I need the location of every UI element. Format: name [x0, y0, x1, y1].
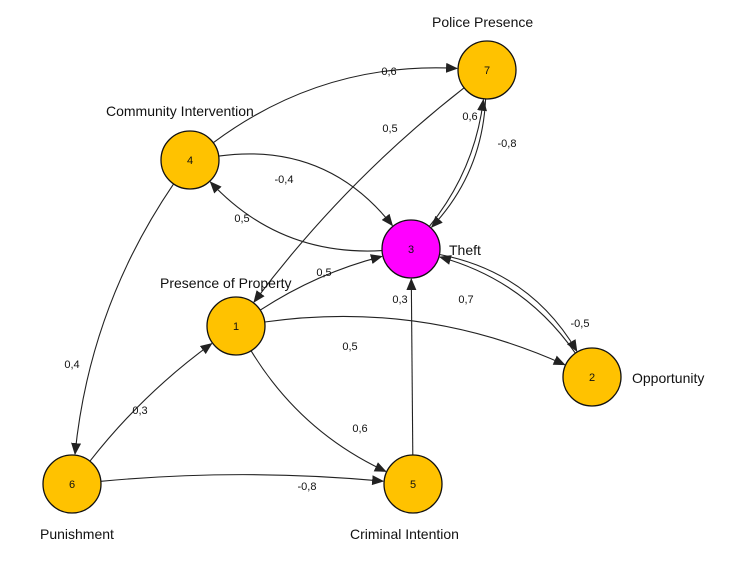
edge-3-to-4	[209, 181, 383, 252]
edge-1-to-2	[264, 315, 566, 366]
node-4-circle	[160, 130, 220, 190]
node-5-circle	[383, 454, 443, 514]
edge-6-to-1	[89, 343, 213, 462]
edge-weight-4-to-3: -0,4	[275, 174, 294, 186]
node-4-label: Community Intervention	[106, 103, 254, 119]
node-4-number: 4	[187, 155, 193, 167]
edge-weight-5-to-3: 0,3	[392, 294, 407, 306]
edge-weight-6-to-1: 0,3	[132, 405, 147, 417]
edge-6-to-5	[100, 474, 385, 486]
node-6-circle	[42, 454, 102, 514]
edge-7-to-3	[430, 98, 487, 228]
edge-weight-6-to-5: -0,8	[298, 481, 317, 493]
node-3-number: 3	[408, 244, 414, 256]
node-3-circle	[381, 219, 441, 279]
node-7-label: Police Presence	[432, 14, 533, 30]
edge-weight-1-to-3: 0,5	[316, 267, 331, 279]
edge-weight-3-to-4: 0,5	[234, 213, 249, 225]
edge-7-to-1	[253, 87, 465, 303]
node-1-circle	[206, 296, 266, 356]
edge-weight-7-to-3: -0,8	[498, 138, 517, 150]
edge-weight-2-to-3: 0,7	[458, 294, 473, 306]
node-2-number: 2	[589, 372, 595, 384]
edge-1-to-5	[250, 350, 387, 472]
edge-5-to-3	[406, 278, 417, 456]
edge-weight-1-to-5: 0,6	[352, 423, 367, 435]
edge-3-to-7	[428, 98, 488, 227]
node-7-number: 7	[484, 65, 490, 77]
edge-2-to-3	[438, 255, 576, 354]
node-5-number: 5	[410, 479, 416, 491]
edge-weight-1-to-2: 0,5	[342, 341, 357, 353]
node-7-circle	[457, 40, 517, 100]
node-5-label: Criminal Intention	[350, 526, 459, 542]
edge-4-to-7	[212, 62, 458, 144]
edge-weight-3-to-2: -0,5	[571, 318, 590, 330]
node-3-label: Theft	[449, 242, 481, 258]
edge-4-to-3	[218, 153, 394, 227]
edge-3-to-2	[439, 253, 578, 352]
edge-1-to-3	[259, 254, 383, 311]
node-2-circle	[562, 347, 622, 407]
node-6-label: Punishment	[40, 526, 114, 542]
edge-weight-7-to-1: 0,5	[382, 123, 397, 135]
node-1-number: 1	[233, 321, 239, 333]
node-1-label: Presence of Property	[160, 275, 292, 291]
node-2-label: Opportunity	[632, 370, 704, 386]
edge-weight-4-to-7: 0,6	[381, 66, 396, 78]
node-6-number: 6	[69, 479, 75, 491]
edge-weight-3-to-7: 0,6	[462, 111, 477, 123]
edge-4-to-6	[71, 183, 175, 456]
edge-weight-4-to-6: 0,4	[64, 359, 79, 371]
